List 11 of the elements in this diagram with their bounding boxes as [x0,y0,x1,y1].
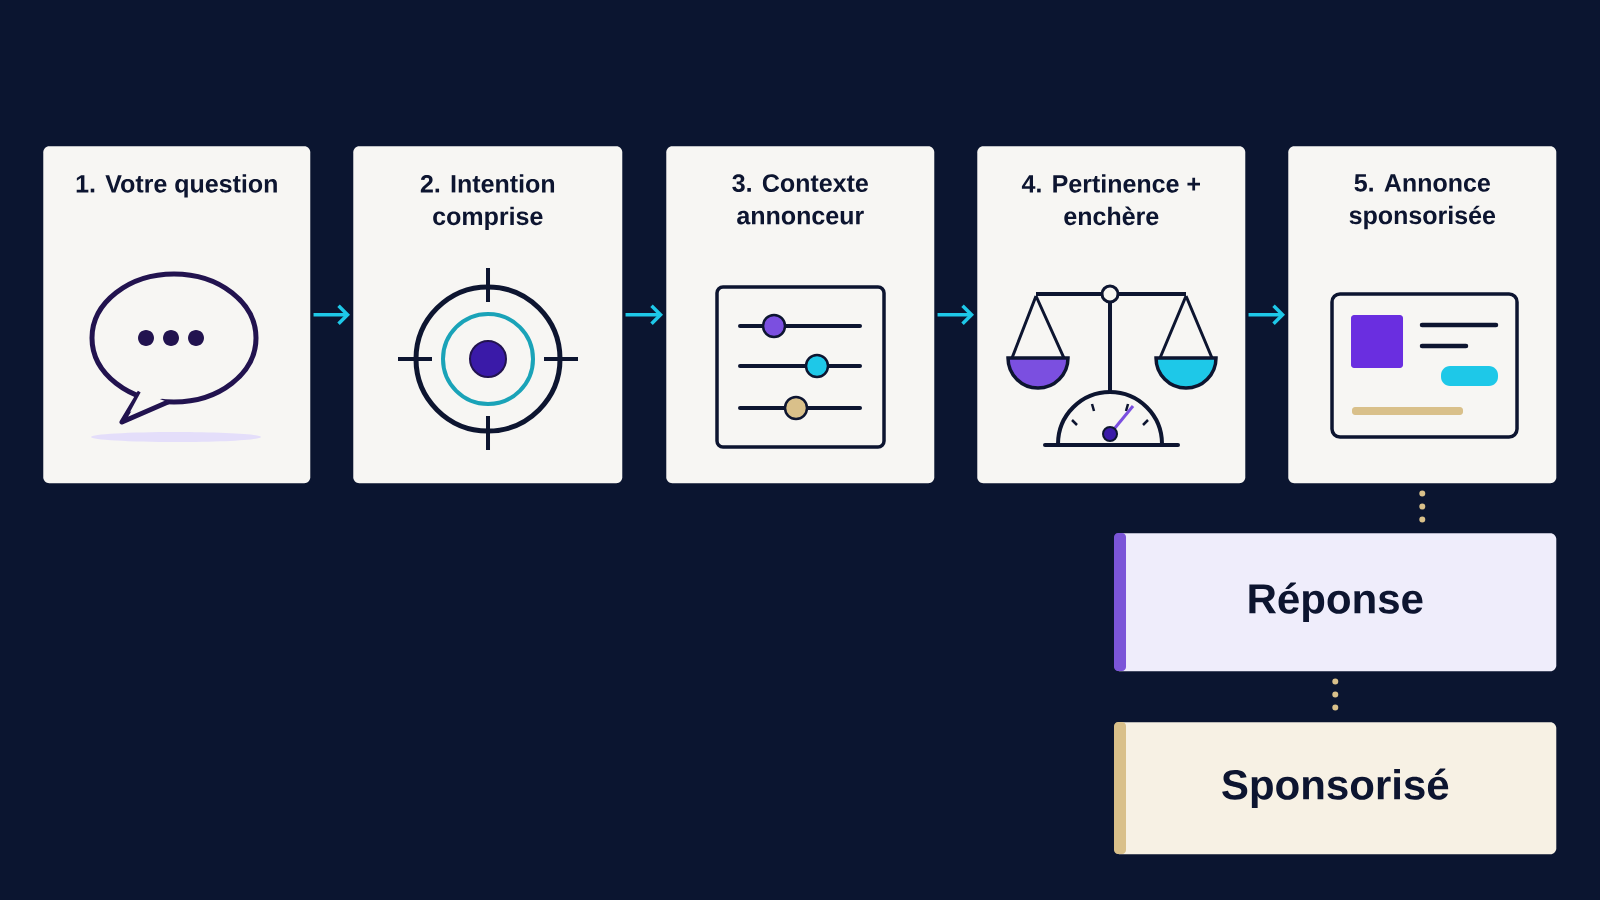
answer-box: Réponse [1114,533,1557,672]
sponsored-box: Sponsorisé [1114,722,1557,855]
arrow [313,304,350,325]
arrow [1248,304,1285,325]
step-card: 3. Contexte annonceur [666,146,935,484]
step-card: 2. Intention comprise [353,146,623,484]
connector [1419,490,1426,526]
step-card: 1. Votre question [43,146,311,484]
arrow [625,304,663,325]
arrow [937,304,974,325]
step-card: 5. Annonce sponsorisée [1288,146,1557,484]
